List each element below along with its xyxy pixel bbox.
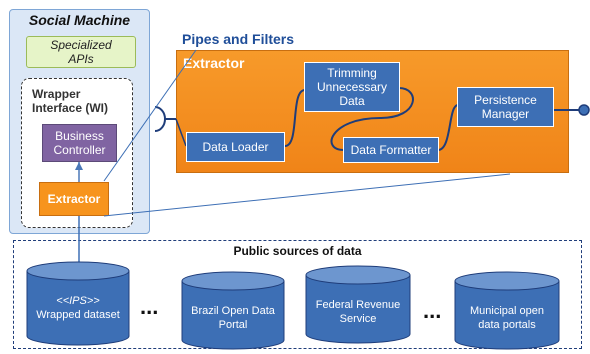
required-interface-icon <box>154 106 166 132</box>
pipe-trimming-formatter <box>330 87 414 151</box>
cylinder-federal-revenue <box>305 265 411 344</box>
pipe-loader-trimming <box>284 89 306 147</box>
wrapped-dataset-text: Wrapped dataset <box>36 309 120 321</box>
extractor-pipeline-label: Extractor <box>183 55 245 71</box>
ellipsis-left: ... <box>140 294 159 319</box>
business-controller-box: Business Controller <box>42 124 117 162</box>
provided-interface-icon <box>578 104 590 116</box>
filter-persistence-manager: Persistence Manager <box>457 87 554 127</box>
cylinder-brazil-open-data <box>181 271 285 350</box>
callout-line-bottom <box>103 173 511 217</box>
pipe-start <box>175 118 187 147</box>
public-sources-title: Public sources of data <box>233 244 362 258</box>
filter-data-loader: Data Loader <box>186 132 285 162</box>
cylinder-municipal <box>454 271 560 350</box>
pipe-formatter-persistence <box>437 104 459 151</box>
pipes-and-filters-title: Pipes and Filters <box>182 31 295 47</box>
filter-data-formatter: Data Formatter <box>343 137 439 163</box>
filter-trimming-unnecessary-data: Trimming Unnecessary Data <box>304 62 400 112</box>
cylinder-wrapped-dataset <box>26 261 130 346</box>
wrapped-dataset-label: <<IPS>> Wrapped dataset <box>27 290 129 326</box>
ips-stereotype: <<IPS>> <box>56 295 100 307</box>
extractor-component-box: Extractor <box>39 182 109 216</box>
specialized-apis-box: Specialized APIs <box>26 36 136 68</box>
federal-revenue-label: Federal Revenue Service <box>315 299 401 325</box>
social-machine-title: Social Machine <box>28 12 131 28</box>
callout-line-top <box>103 49 197 182</box>
brazil-open-data-label: Brazil Open Data Portal <box>191 305 275 331</box>
wrapper-interface-label: Wrapper Interface (WI) <box>32 87 109 115</box>
ellipsis-right: ... <box>423 298 442 323</box>
arrow-head <box>75 162 83 170</box>
municipal-portals-label: Municipal open data portals <box>470 305 544 331</box>
